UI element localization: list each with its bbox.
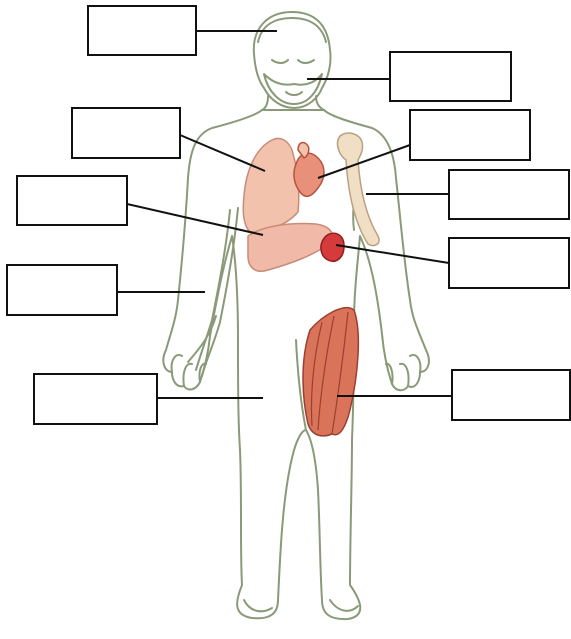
kidney — [321, 233, 344, 261]
heart — [294, 153, 324, 196]
heart-vessels — [298, 143, 309, 158]
label-box-liver[interactable] — [17, 176, 127, 225]
lung — [243, 138, 299, 232]
right-foot — [330, 600, 358, 611]
bone — [338, 133, 380, 245]
label-box-skin[interactable] — [34, 374, 157, 424]
label-box-head[interactable] — [88, 6, 196, 55]
label-box-kidney[interactable] — [449, 238, 569, 288]
label-box-heart[interactable] — [410, 110, 530, 160]
label-box-lung[interactable] — [72, 108, 180, 158]
label-box-bone[interactable] — [449, 170, 569, 219]
label-box-arm-vessel[interactable] — [7, 265, 117, 315]
mouth — [286, 92, 302, 95]
leader-kidney — [336, 245, 449, 263]
label-box-beard[interactable] — [390, 52, 511, 101]
liver — [248, 224, 332, 272]
human-figure — [163, 12, 429, 619]
label-box-thigh-muscle[interactable] — [452, 370, 570, 420]
left-foot — [244, 600, 272, 611]
eyes — [272, 60, 314, 63]
